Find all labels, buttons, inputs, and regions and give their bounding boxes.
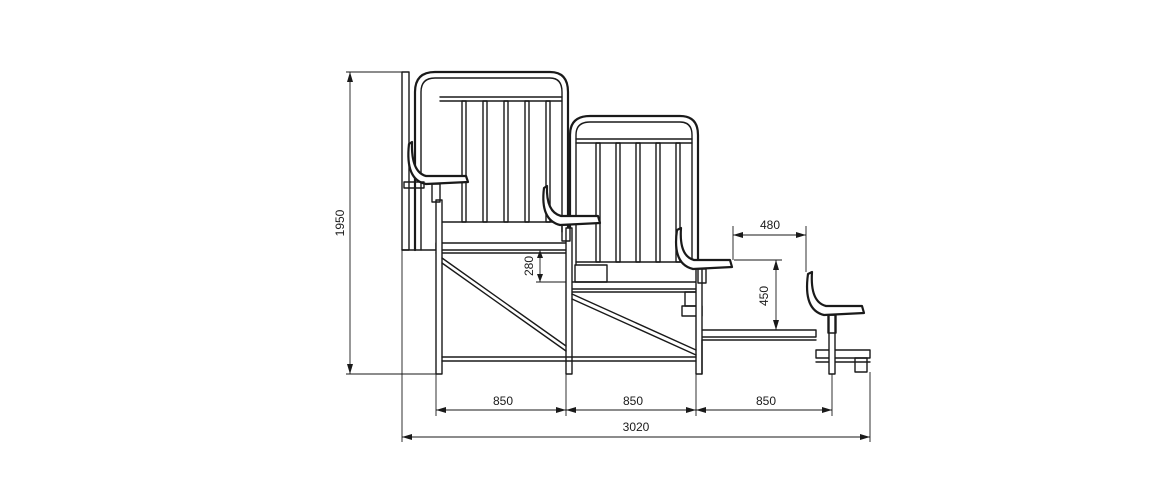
dimension-step-rise-label: 280 — [522, 256, 536, 276]
dimension-total-height: 1950 — [333, 71, 436, 375]
dimension-lines: 1950 280 480 450 — [333, 71, 871, 442]
dimension-step-rise: 280 — [522, 249, 566, 283]
dimension-seat-offset-label: 480 — [760, 218, 780, 232]
dimension-row-depth-2-label: 850 — [623, 394, 643, 408]
seat-row-bottom — [806, 270, 866, 334]
dimension-total-length: 3020 — [401, 250, 871, 442]
dimension-row-depths: 850 850 850 — [435, 374, 833, 416]
top-railing-balusters — [461, 100, 551, 223]
seat-row-top — [403, 140, 470, 203]
deck-row-top — [435, 242, 571, 254]
seat-row-middle — [542, 184, 602, 242]
deck-row-middle — [567, 264, 699, 293]
dimension-total-height-label: 1950 — [333, 209, 347, 236]
dimension-row-depth-1-label: 850 — [493, 394, 513, 408]
middle-railing-balusters — [595, 142, 681, 263]
dimension-seat-height-label: 450 — [757, 286, 771, 306]
front-step — [815, 349, 871, 373]
dimension-total-length-label: 3020 — [623, 420, 650, 434]
dimension-seat-offset: 480 — [732, 218, 807, 272]
diagonal-bracing — [441, 257, 703, 375]
grandstand-structure — [401, 70, 871, 375]
dimension-seat-height: 450 — [734, 259, 782, 331]
dimension-row-depth-3-label: 850 — [756, 394, 776, 408]
seat-row-front-step — [675, 226, 734, 284]
middle-railing — [568, 114, 700, 267]
top-railing — [413, 70, 570, 252]
support-posts — [435, 199, 836, 375]
